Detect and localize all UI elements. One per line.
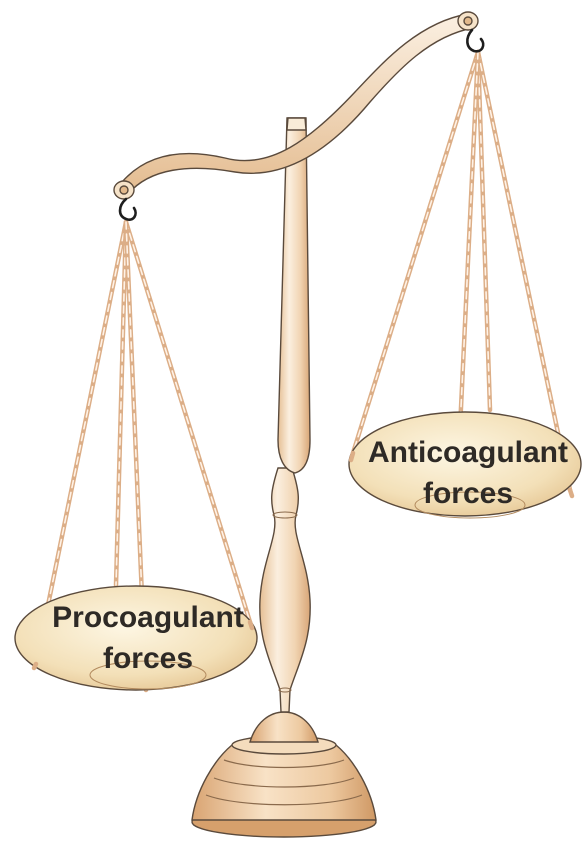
left-pan: Procoagulant forces (15, 586, 257, 690)
left-pan-label-line1: Procoagulant (52, 601, 244, 634)
scale-column (260, 118, 310, 712)
scale-base (192, 712, 376, 837)
left-pan-label-line2: forces (103, 642, 193, 675)
right-pan-label-line2: forces (423, 477, 513, 510)
right-pan: Anticoagulant forces (349, 412, 581, 518)
right-pan-label-line1: Anticoagulant (368, 436, 568, 469)
